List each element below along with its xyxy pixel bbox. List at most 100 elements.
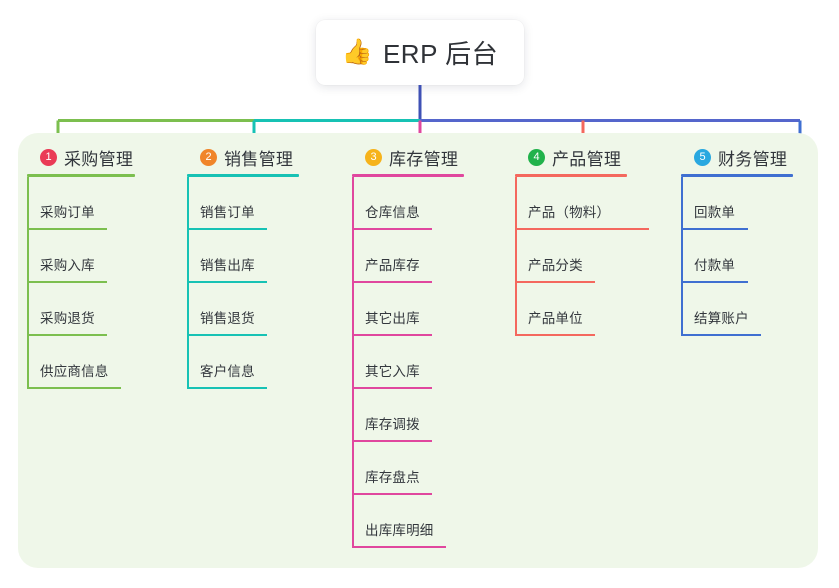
column-item-label: 产品单位	[528, 311, 583, 326]
column-item-label: 产品分类	[528, 258, 583, 273]
column-item[interactable]: 回款单	[681, 177, 793, 230]
column-2: 2 销售管理销售订单销售出库销售退货客户信息	[187, 146, 299, 389]
column-header-2[interactable]: 2 销售管理	[200, 146, 299, 169]
column-title: 采购管理	[64, 149, 134, 169]
diagram-panel	[18, 133, 818, 568]
column-1: 1 采购管理采购订单采购入库采购退货供应商信息	[27, 146, 135, 389]
column-item[interactable]: 出库库明细	[352, 495, 464, 548]
column-item[interactable]: 产品库存	[352, 230, 464, 283]
column-items: 销售订单销售出库销售退货客户信息	[187, 177, 299, 389]
column-item-label: 其它出库	[365, 311, 420, 326]
column-item-rule	[187, 281, 267, 283]
column-item-rule	[352, 228, 432, 230]
column-item-label: 库存调拨	[365, 417, 420, 432]
column-item[interactable]: 销售订单	[187, 177, 299, 230]
column-spine	[352, 177, 354, 548]
column-header-rule	[515, 174, 627, 177]
column-item[interactable]: 产品单位	[515, 283, 627, 336]
column-title: 销售管理	[224, 149, 294, 169]
column-item-rule	[515, 281, 595, 283]
column-number-badge: 2	[200, 148, 217, 166]
column-item-rule	[681, 281, 748, 283]
column-item-label: 采购订单	[40, 205, 95, 220]
thumbs-up-icon: 👍	[341, 38, 373, 66]
column-item-label: 销售退货	[200, 311, 255, 326]
column-item-rule	[187, 228, 267, 230]
column-item[interactable]: 采购订单	[27, 177, 135, 230]
column-item-label: 采购入库	[40, 258, 95, 273]
column-item[interactable]: 产品（物料）	[515, 177, 649, 230]
column-item[interactable]: 销售退货	[187, 283, 299, 336]
column-4: 4 产品管理产品（物料） 产品分类产品单位	[515, 146, 649, 336]
column-item-label: 库存盘点	[365, 470, 420, 485]
column-header-rule	[352, 174, 464, 177]
column-item[interactable]: 其它出库	[352, 283, 464, 336]
column-number-badge: 1	[40, 148, 57, 166]
column-3: 3 库存管理仓库信息产品库存其它出库其它入库库存调拨库存盘点出库库明细	[352, 146, 464, 548]
column-item[interactable]: 仓库信息	[352, 177, 464, 230]
column-item-rule	[27, 334, 107, 336]
column-item-label: 回款单	[694, 205, 736, 220]
column-item-rule	[352, 334, 432, 336]
column-item[interactable]: 其它入库	[352, 336, 464, 389]
column-title: 产品管理	[552, 149, 622, 169]
column-items: 回款单付款单结算账户	[681, 177, 793, 336]
column-item-label: 供应商信息	[40, 364, 109, 379]
column-item-label: 产品库存	[365, 258, 420, 273]
column-header-3[interactable]: 3 库存管理	[365, 146, 464, 169]
column-item-rule	[352, 281, 432, 283]
column-item-rule	[352, 440, 432, 442]
column-items: 仓库信息产品库存其它出库其它入库库存调拨库存盘点出库库明细	[352, 177, 464, 548]
column-number-badge: 4	[528, 148, 545, 166]
column-item-rule	[352, 387, 432, 389]
column-item-rule	[681, 228, 748, 230]
column-item[interactable]: 库存调拨	[352, 389, 464, 442]
column-header-4[interactable]: 4 产品管理	[528, 146, 627, 169]
column-5: 5 财务管理回款单付款单结算账户	[681, 146, 793, 336]
column-item-rule	[352, 493, 432, 495]
column-header-1[interactable]: 1 采购管理	[40, 146, 135, 169]
root-node[interactable]: 👍 ERP 后台	[316, 20, 524, 85]
column-item-rule	[27, 387, 121, 389]
column-item[interactable]: 结算账户	[681, 283, 793, 336]
column-item[interactable]: 库存盘点	[352, 442, 464, 495]
column-item-label: 结算账户	[694, 311, 749, 326]
column-title: 财务管理	[718, 149, 788, 169]
column-spine	[187, 177, 189, 389]
column-header-rule	[681, 174, 793, 177]
column-item-label: 销售出库	[200, 258, 255, 273]
column-item-rule	[515, 228, 649, 230]
column-item[interactable]: 采购入库	[27, 230, 135, 283]
column-item[interactable]: 客户信息	[187, 336, 299, 389]
column-header-5[interactable]: 5 财务管理	[694, 146, 793, 169]
column-header-rule	[27, 174, 135, 177]
column-item-rule	[27, 228, 107, 230]
column-item-rule	[681, 334, 761, 336]
column-item-label: 产品（物料）	[528, 205, 611, 220]
column-item[interactable]: 采购退货	[27, 283, 135, 336]
column-item-label: 出库库明细	[365, 523, 434, 538]
root-node-label: ERP 后台	[382, 39, 499, 69]
column-item-rule	[515, 334, 595, 336]
column-title: 库存管理	[389, 149, 459, 169]
column-items: 产品（物料） 产品分类产品单位	[515, 177, 649, 336]
column-item-label: 付款单	[694, 258, 736, 273]
column-item-rule	[187, 334, 267, 336]
column-item[interactable]: 产品分类	[515, 230, 627, 283]
column-items: 采购订单采购入库采购退货供应商信息	[27, 177, 135, 389]
column-spine	[681, 177, 683, 336]
column-item-label: 销售订单	[200, 205, 255, 220]
column-item-rule	[352, 546, 446, 548]
column-spine	[515, 177, 517, 336]
column-spine	[27, 177, 29, 389]
column-item-rule	[27, 281, 107, 283]
column-item[interactable]: 销售出库	[187, 230, 299, 283]
root-node-content: 👍 ERP 后台	[342, 34, 498, 71]
column-number-badge: 5	[694, 148, 711, 166]
column-number-badge: 3	[365, 148, 382, 166]
column-item-label: 采购退货	[40, 311, 95, 326]
column-item[interactable]: 供应商信息	[27, 336, 135, 389]
column-item-label: 仓库信息	[365, 205, 420, 220]
column-item-label: 其它入库	[365, 364, 420, 379]
column-item[interactable]: 付款单	[681, 230, 793, 283]
